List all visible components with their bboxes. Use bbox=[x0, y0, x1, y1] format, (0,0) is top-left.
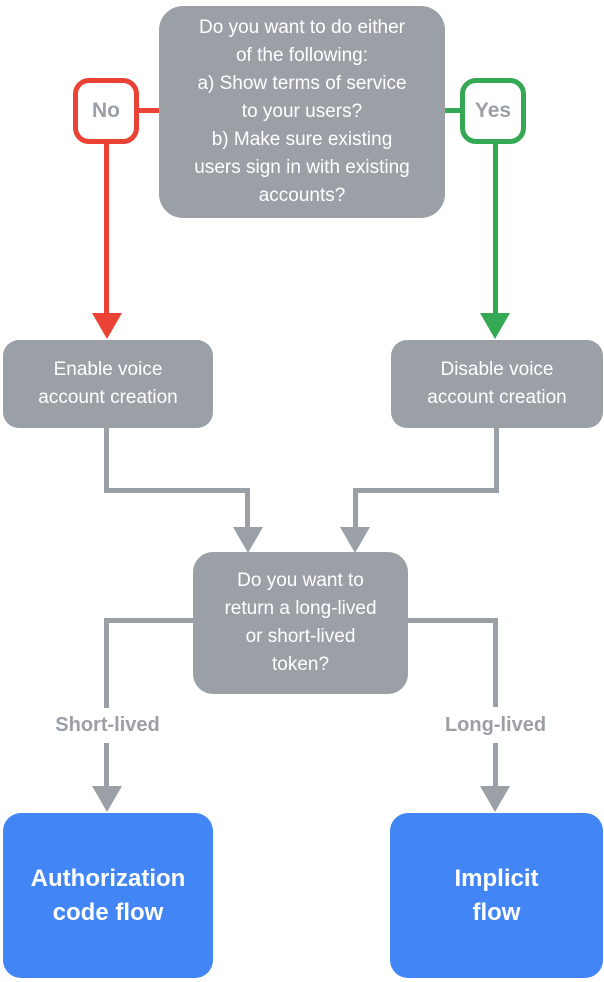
root-question-node: Do you want to do either of the followin… bbox=[159, 6, 445, 218]
no-branch-arrowhead-icon bbox=[92, 313, 122, 339]
long-lived-label: Long-lived bbox=[411, 707, 580, 743]
yes-branch-connector-line bbox=[445, 108, 461, 113]
implicit-flow-node: Implicit flow bbox=[390, 813, 603, 978]
enable-voice-account-node: Enable voice account creation bbox=[3, 340, 213, 428]
enable-connector-arrowhead-icon bbox=[233, 527, 263, 553]
yes-branch-line bbox=[493, 143, 498, 314]
yes-branch-arrowhead-icon bbox=[480, 313, 510, 339]
long-lived-horizontal-line bbox=[408, 618, 496, 623]
enable-connector-drop-line bbox=[245, 488, 250, 528]
authorization-code-flow-node: Authorization code flow bbox=[3, 813, 213, 978]
short-lived-horizontal-line bbox=[104, 618, 193, 623]
long-lived-vertical-line bbox=[493, 618, 498, 786]
token-question-node: Do you want to return a long-lived or sh… bbox=[193, 552, 408, 694]
long-lived-arrowhead-icon bbox=[480, 786, 510, 812]
short-lived-label: Short-lived bbox=[23, 708, 192, 743]
enable-connector-horizontal-line bbox=[104, 488, 250, 493]
disable-connector-arrowhead-icon bbox=[340, 527, 370, 553]
short-lived-arrowhead-icon bbox=[92, 786, 122, 812]
yes-badge: Yes bbox=[460, 78, 526, 144]
disable-connector-horizontal-line bbox=[353, 488, 499, 493]
short-lived-vertical-line bbox=[104, 618, 109, 786]
disable-connector-vertical-line bbox=[494, 428, 499, 492]
no-badge: No bbox=[73, 78, 139, 144]
no-branch-line bbox=[104, 143, 109, 314]
enable-connector-vertical-line bbox=[104, 428, 109, 492]
disable-connector-drop-line bbox=[353, 488, 358, 528]
no-branch-connector-line bbox=[137, 108, 159, 113]
disable-voice-account-node: Disable voice account creation bbox=[391, 340, 603, 428]
